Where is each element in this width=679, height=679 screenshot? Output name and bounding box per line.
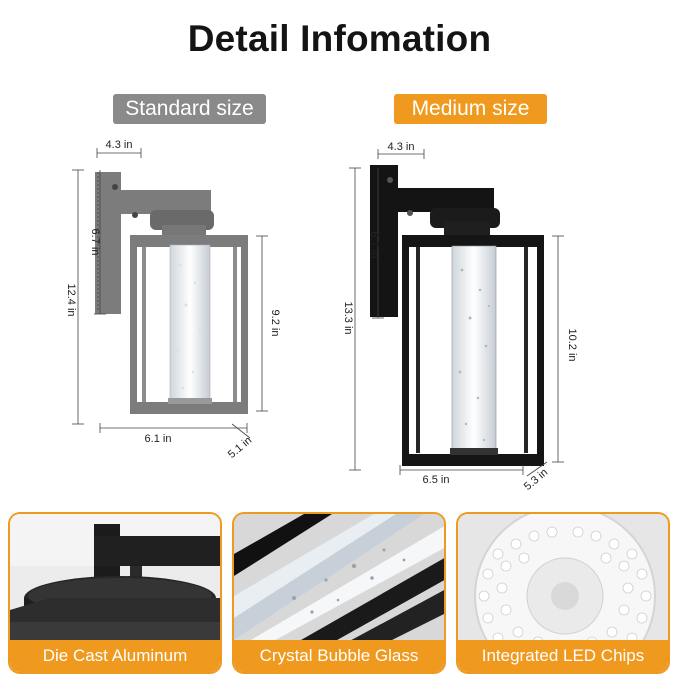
standard-dimension-lines bbox=[72, 148, 268, 439]
aluminum-closeup-image bbox=[10, 514, 220, 672]
standard-base-width-label: 6.1 in bbox=[145, 433, 172, 445]
standard-lantern-height-label: 9.2 in bbox=[269, 310, 281, 337]
medium-total-height-label: 13.3 in bbox=[342, 301, 354, 334]
detail-caption-led: Integrated LED Chips bbox=[458, 640, 668, 672]
standard-depth-label: 5.1 in bbox=[226, 434, 254, 460]
detail-caption-aluminum: Die Cast Aluminum bbox=[10, 640, 220, 672]
standard-width-label: 4.3 in bbox=[106, 139, 133, 151]
dimension-diagram: 4.3 in 6.7 in 12.4 in 9.2 in 6.1 in 5.1 … bbox=[65, 139, 578, 493]
detail-caption-glass: Crystal Bubble Glass bbox=[234, 640, 444, 672]
detail-card-aluminum: Die Cast Aluminum bbox=[8, 512, 222, 674]
medium-size-label: Medium size bbox=[394, 94, 547, 124]
detail-card-led: Integrated LED Chips bbox=[456, 512, 670, 674]
standard-size-label: Standard size bbox=[113, 94, 266, 124]
medium-lamp-illustration bbox=[370, 165, 544, 466]
medium-width-label: 4.3 in bbox=[388, 141, 415, 153]
medium-depth-label: 5.3 in bbox=[522, 466, 550, 492]
standard-total-height-label: 12.4 in bbox=[65, 283, 77, 316]
medium-arm-height-label: 6.7 in bbox=[368, 232, 380, 259]
standard-lamp-illustration bbox=[95, 172, 248, 414]
medium-base-width-label: 6.5 in bbox=[423, 474, 450, 486]
page-title: Detail Infomation bbox=[187, 18, 492, 59]
medium-dimension-lines bbox=[349, 149, 564, 477]
standard-arm-height-label: 6.7 in bbox=[89, 229, 101, 256]
medium-lantern-height-label: 10.2 in bbox=[566, 328, 578, 361]
detail-card-glass: Crystal Bubble Glass bbox=[232, 512, 446, 674]
